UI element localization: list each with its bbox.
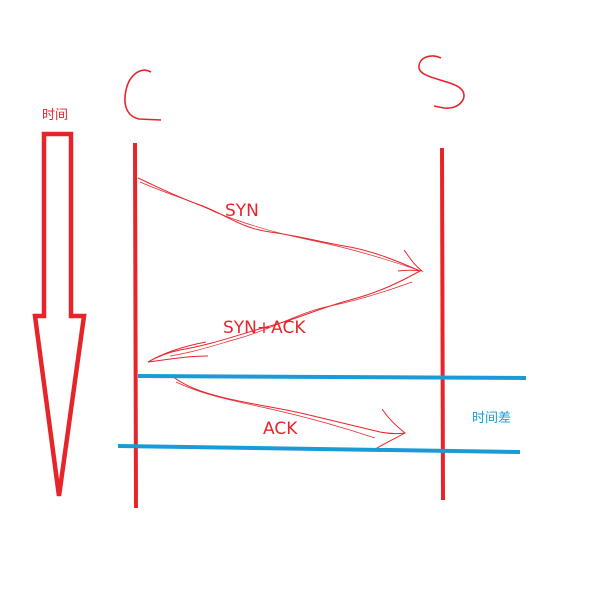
ack-arrow: [171, 375, 406, 435]
synack-label: SYN+ACK: [223, 318, 306, 338]
synack-arrow: [147, 270, 421, 363]
synack-arrow-sketch: [169, 281, 413, 357]
time-label: 时间: [42, 108, 69, 123]
time-diff-label: 时间差: [472, 411, 512, 426]
synack-arrowhead: [147, 341, 209, 363]
syn-label: SYN: [225, 201, 259, 221]
time-arrow: [32, 131, 87, 497]
blue-line-bottom: [117, 444, 521, 454]
server-letter-s: [418, 55, 465, 109]
ack-label: ACK: [263, 419, 298, 439]
ack-arrowhead: [371, 408, 406, 452]
client-letter-c: [124, 69, 162, 121]
syn-arrowhead: [397, 249, 424, 272]
syn-arrow-sketch: [139, 181, 419, 271]
client-timeline: [133, 142, 138, 509]
syn-arrow: [137, 177, 421, 272]
blue-line-top: [137, 374, 527, 380]
ack-arrow-sketch: [175, 381, 376, 439]
server-timeline: [440, 147, 445, 501]
